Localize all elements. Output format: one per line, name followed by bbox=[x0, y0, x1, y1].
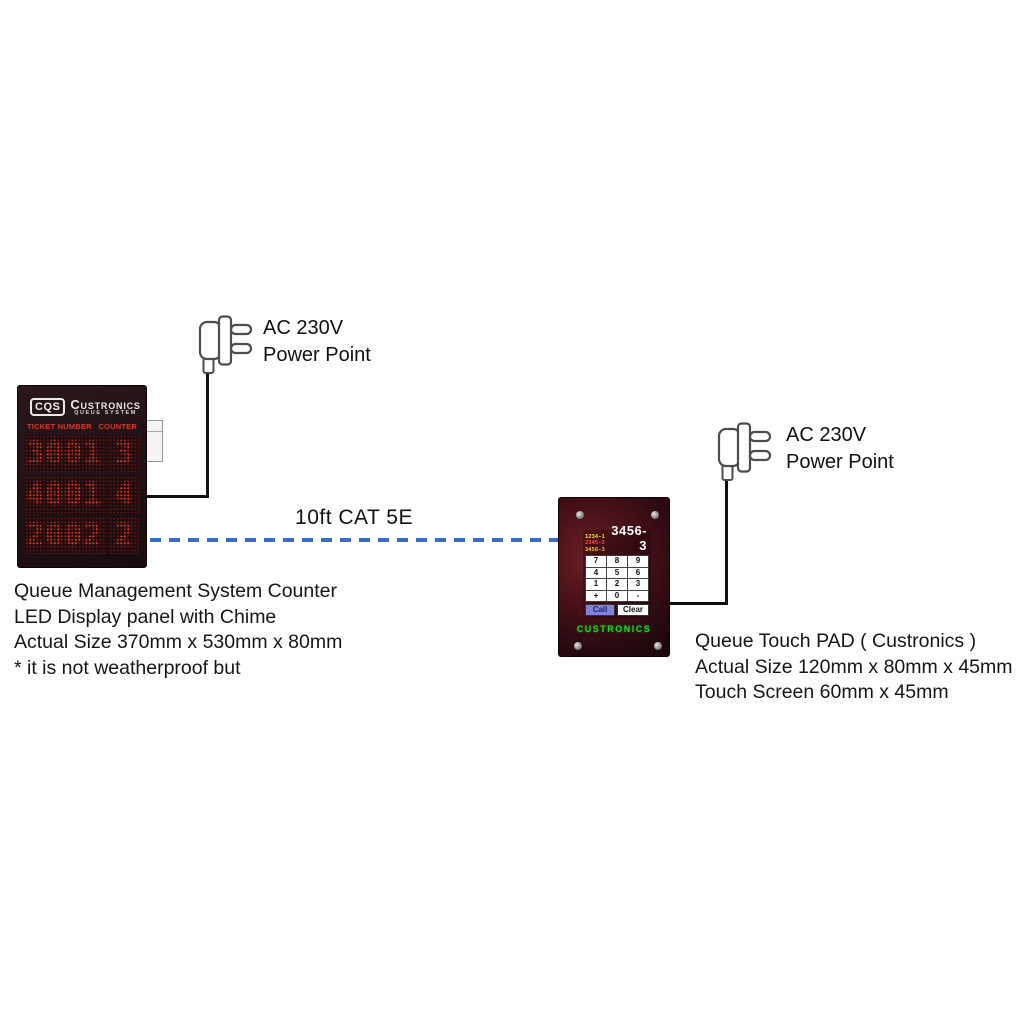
keypad-key: 2 bbox=[607, 579, 627, 590]
caption-line: Actual Size 370mm x 530mm x 80mm bbox=[14, 631, 343, 653]
power-cable-left-horizontal bbox=[146, 495, 209, 498]
led-display-panel: CQS Custronics QUEUE SYSTEM TICKET NUMBE… bbox=[17, 385, 147, 568]
counter-display: 3 bbox=[109, 435, 139, 472]
keypad-key: 6 bbox=[628, 567, 648, 578]
cable-label: 10ft CAT 5E bbox=[295, 506, 413, 529]
screw-icon bbox=[576, 511, 584, 519]
caption-line: Actual Size 120mm x 80mm x 45mm bbox=[695, 655, 1013, 678]
touch-screen: 1234-1 2345-2 3456-3 3456-3 7 8 9 4 5 6 … bbox=[583, 523, 651, 618]
keypad-key: 5 bbox=[607, 567, 627, 578]
counter-display: 4 bbox=[109, 476, 139, 513]
power-label-right: AC 230V Power Point bbox=[786, 422, 894, 476]
caption-line: Queue Touch PAD ( Custronics ) bbox=[695, 630, 977, 652]
keypad-key: 9 bbox=[628, 556, 648, 567]
keypad-key: 8 bbox=[607, 556, 627, 567]
keypad-key: 4 bbox=[586, 567, 606, 578]
keypad-key: 1 bbox=[586, 579, 606, 590]
power-cable-left-vertical bbox=[206, 368, 209, 498]
cat5e-cable-line bbox=[150, 538, 558, 542]
screw-icon bbox=[651, 511, 659, 519]
led-row: 3001 3 bbox=[25, 435, 139, 472]
caption-line: LED Display panel with Chime bbox=[14, 605, 277, 628]
current-ticket-number: 3456-3 bbox=[611, 523, 647, 553]
counter-header: COUNTER bbox=[98, 422, 137, 431]
queue-entry: 2345-2 bbox=[585, 540, 605, 546]
ticket-number-header: TICKET NUMBER bbox=[27, 422, 92, 431]
power-label-left: AC 230V Power Point bbox=[263, 315, 371, 369]
queue-entry: 3456-3 bbox=[585, 546, 605, 553]
led-row: 4001 4 bbox=[25, 476, 139, 513]
keypad-key: 7 bbox=[586, 556, 606, 567]
power-plug-icon bbox=[198, 315, 253, 374]
cqs-logo: CQS bbox=[30, 398, 66, 416]
queue-entry: 1234-1 bbox=[585, 533, 605, 540]
keypad-key: - bbox=[628, 590, 648, 601]
ticket-display: 2002 bbox=[25, 517, 107, 554]
power-voltage: AC 230V bbox=[263, 317, 344, 339]
power-plug-icon bbox=[717, 422, 772, 481]
ticket-display: 4001 bbox=[25, 476, 107, 513]
caption-line: Touch Screen 60mm x 45mm bbox=[695, 681, 949, 703]
counter-display: 2 bbox=[109, 517, 139, 554]
column-headers: TICKET NUMBER COUNTER bbox=[25, 422, 139, 431]
keypad-key: + bbox=[586, 590, 606, 601]
ticket-display: 3001 bbox=[25, 435, 107, 472]
brand-subtitle: QUEUE SYSTEM bbox=[74, 409, 137, 416]
action-buttons: Call Clear bbox=[585, 604, 649, 616]
power-point: Power Point bbox=[263, 344, 371, 366]
power-cable-right-vertical bbox=[725, 476, 728, 605]
panel-header: CQS Custronics QUEUE SYSTEM bbox=[25, 395, 140, 419]
led-panel-caption: Queue Management System Counter LED Disp… bbox=[14, 579, 342, 681]
screen-status-area: 1234-1 2345-2 3456-3 3456-3 bbox=[585, 523, 649, 554]
keypad: 7 8 9 4 5 6 1 2 3 + 0 - bbox=[585, 555, 649, 602]
keypad-key: 0 bbox=[607, 590, 627, 601]
power-cable-right-horizontal bbox=[667, 602, 728, 605]
queue-touch-pad: 1234-1 2345-2 3456-3 3456-3 7 8 9 4 5 6 … bbox=[558, 497, 670, 657]
screw-icon bbox=[654, 642, 662, 650]
call-button: Call bbox=[585, 604, 616, 616]
keypad-key: 3 bbox=[628, 579, 648, 590]
touchpad-brand: CUSTRONICS bbox=[576, 624, 652, 634]
led-row: 2002 2 bbox=[25, 517, 139, 554]
caption-line: * it is not weatherproof but bbox=[14, 656, 241, 679]
caption-line: Queue Management System Counter bbox=[14, 580, 338, 602]
clear-button: Clear bbox=[617, 604, 649, 616]
brand-name: Custronics bbox=[70, 396, 141, 412]
power-voltage: AC 230V bbox=[786, 424, 867, 446]
screw-icon bbox=[574, 642, 582, 650]
touchpad-caption: Queue Touch PAD ( Custronics ) Actual Si… bbox=[695, 629, 1013, 706]
power-point: Power Point bbox=[786, 451, 894, 473]
brand-block: Custronics QUEUE SYSTEM bbox=[70, 398, 140, 417]
queue-list: 1234-1 2345-2 3456-3 bbox=[585, 534, 608, 554]
mounting-bracket bbox=[146, 420, 163, 462]
